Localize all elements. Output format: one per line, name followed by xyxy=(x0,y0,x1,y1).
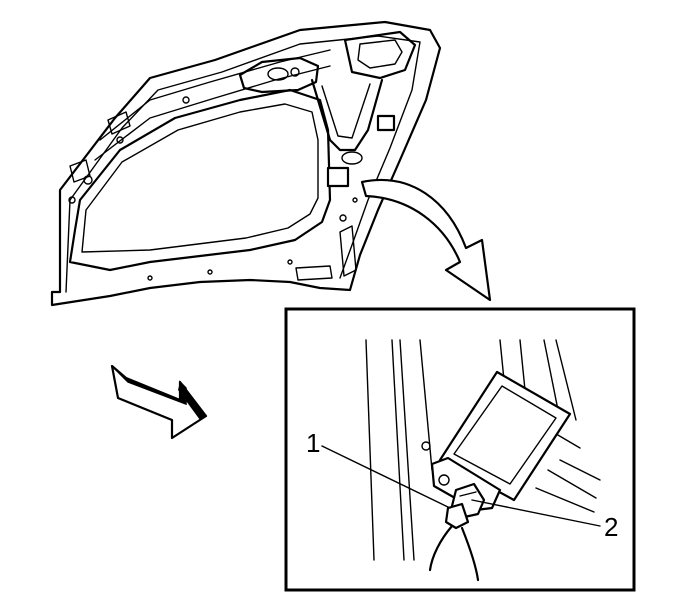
callout-1: 1 xyxy=(306,428,451,509)
callout-2-label: 2 xyxy=(604,512,618,542)
callout-2: 2 xyxy=(471,499,618,542)
callout-1-label: 1 xyxy=(306,428,320,458)
hood-underside xyxy=(50,20,442,307)
detail-view xyxy=(284,307,636,592)
front-direction-arrow-icon xyxy=(110,364,208,440)
curved-detail-arrow-icon xyxy=(360,178,492,302)
